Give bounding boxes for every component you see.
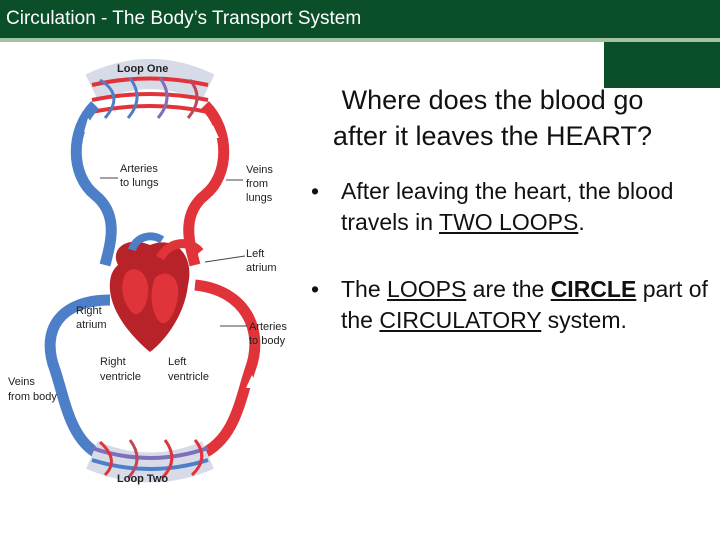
right-atrium-label-1: Right bbox=[76, 305, 102, 317]
title-rule bbox=[0, 38, 720, 42]
lung-capillaries bbox=[85, 59, 215, 119]
bullet-text: After leaving the heart, the blood trave… bbox=[341, 178, 674, 235]
left-ventricle-label-2: ventricle bbox=[168, 371, 209, 383]
arrow-icon bbox=[108, 418, 120, 430]
underlined-term: TWO LOOPS bbox=[439, 209, 579, 235]
left-atrium-label-1: Left bbox=[246, 248, 264, 260]
right-ventricle-label-2: ventricle bbox=[100, 371, 141, 383]
loop-two-label: Loop Two bbox=[117, 473, 168, 485]
veins-from-body-label-1: Veins bbox=[8, 376, 35, 388]
pulmonary-vein-path bbox=[183, 101, 230, 267]
bullet-text: are the bbox=[466, 276, 551, 302]
arteries-to-lungs-label-1: Arteries bbox=[120, 163, 158, 175]
bullet-item-two-loops: • After leaving the heart, the blood tra… bbox=[305, 176, 715, 238]
slide-question-heading: Where does the blood go after it leaves … bbox=[285, 82, 700, 154]
underlined-term: CIRCULATORY bbox=[379, 307, 542, 333]
slide-title-rest: - The Body’s Transport System bbox=[95, 8, 362, 29]
arteries-to-body-label-2: to body bbox=[249, 335, 286, 347]
arteries-to-lungs-label-2: to lungs bbox=[120, 177, 159, 189]
heading-line-1: Where does the blood go bbox=[341, 85, 644, 115]
bullet-text: . bbox=[578, 209, 585, 235]
left-ventricle-label-1: Left bbox=[168, 356, 186, 368]
systemic-vein-path bbox=[44, 294, 111, 460]
underlined-term: LOOPS bbox=[387, 276, 467, 302]
bullet-dot: • bbox=[311, 276, 320, 302]
veins-from-lungs-label-2: from bbox=[246, 178, 268, 190]
left-atrium-label-2: atrium bbox=[246, 262, 277, 274]
right-ventricle-label-1: Right bbox=[100, 356, 126, 368]
slide-title: Circulation - The Body’s Transport Syste… bbox=[6, 8, 361, 30]
bullet-text: system. bbox=[541, 307, 627, 333]
title-bar: Circulation - The Body’s Transport Syste… bbox=[0, 0, 720, 38]
heart bbox=[109, 232, 204, 352]
arrow-icon bbox=[207, 125, 219, 138]
bullet-text: part of the bbox=[341, 276, 708, 333]
systemic-artery-path bbox=[194, 279, 261, 461]
heading-line-2: after it leaves the HEART? bbox=[332, 121, 653, 151]
veins-from-lungs-label-3: lungs bbox=[246, 192, 273, 204]
veins-from-lungs-label-1: Veins bbox=[246, 164, 273, 176]
right-atrium-label-2: atrium bbox=[76, 319, 107, 331]
body-capillaries bbox=[86, 439, 214, 483]
bold-underlined-term: CIRCLE bbox=[550, 276, 637, 302]
bullet-text: The bbox=[341, 276, 388, 302]
bullet-item-loops-circle: • The LOOPS are the CIRCLE part of the C… bbox=[305, 274, 715, 336]
bullet-dot: • bbox=[311, 178, 320, 204]
veins-from-body-label-2: from body bbox=[8, 391, 57, 403]
title-accent-block bbox=[604, 42, 720, 88]
pulmonary-artery-path bbox=[70, 101, 117, 267]
bullet-list: • After leaving the heart, the blood tra… bbox=[305, 176, 715, 372]
circulation-diagram: Loop One Loop Two Arteries to lungs Vein… bbox=[8, 59, 287, 485]
arteries-to-body-label-1: Arteries bbox=[249, 321, 287, 333]
slide-title-bold: Circulation bbox=[6, 8, 96, 29]
arrow-icon bbox=[246, 375, 258, 388]
loop-one-label: Loop One bbox=[117, 63, 168, 75]
